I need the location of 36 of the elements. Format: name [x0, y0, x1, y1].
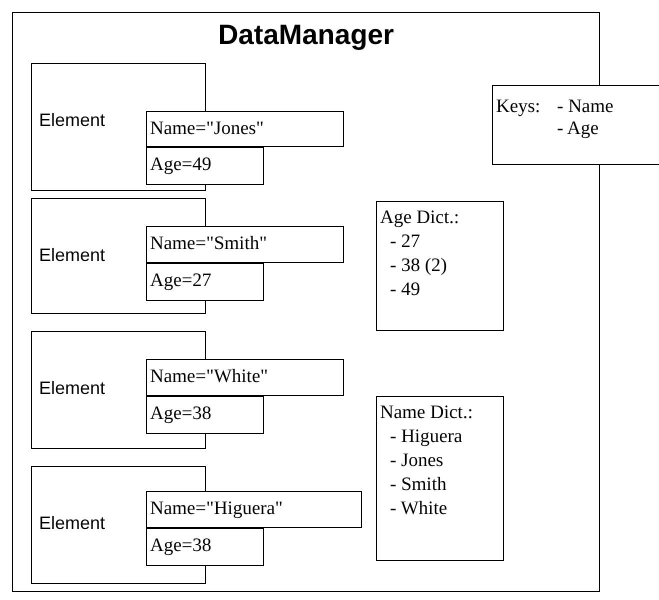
field-box — [146, 263, 264, 301]
field-label: Name="White" — [150, 366, 268, 388]
field-box — [146, 528, 264, 566]
field-box — [146, 359, 344, 396]
field-box — [146, 226, 344, 263]
dictionary-item: - White — [390, 498, 448, 520]
element-label: Element — [39, 245, 106, 266]
dictionary-box — [376, 201, 504, 331]
field-box — [146, 396, 264, 434]
dictionary-heading: Age Dict.: — [380, 207, 460, 229]
dictionary-item: - 49 — [390, 279, 420, 301]
field-box — [146, 491, 362, 528]
field-box — [146, 147, 264, 185]
dictionary-item: - Higuera — [390, 426, 462, 448]
element-label: Element — [39, 378, 106, 399]
dictionary-item: - Jones — [390, 450, 444, 472]
field-label: Age=38 — [150, 403, 212, 425]
field-box — [146, 111, 344, 147]
dictionary-heading: Name Dict.: — [380, 402, 473, 424]
dictionary-item: - Smith — [390, 474, 446, 496]
dictionary-box — [376, 396, 504, 561]
field-label: Name="Smith" — [150, 233, 267, 255]
dictionary-item: - 38 (2) — [390, 255, 447, 277]
keys-heading: Keys: — [496, 96, 540, 118]
field-label: Name="Higuera" — [150, 498, 283, 520]
element-label: Element — [39, 513, 106, 534]
field-label: Name="Jones" — [150, 118, 264, 140]
dictionary-item: - 27 — [390, 231, 420, 253]
field-label: Age=49 — [150, 154, 212, 176]
key-item: - Age — [557, 118, 599, 140]
title-text: DataManager — [217, 19, 395, 51]
field-label: Age=38 — [150, 535, 212, 557]
field-label: Age=27 — [150, 270, 212, 292]
keys-box — [492, 85, 659, 165]
key-item: - Name — [557, 96, 614, 118]
element-label: Element — [39, 110, 106, 131]
